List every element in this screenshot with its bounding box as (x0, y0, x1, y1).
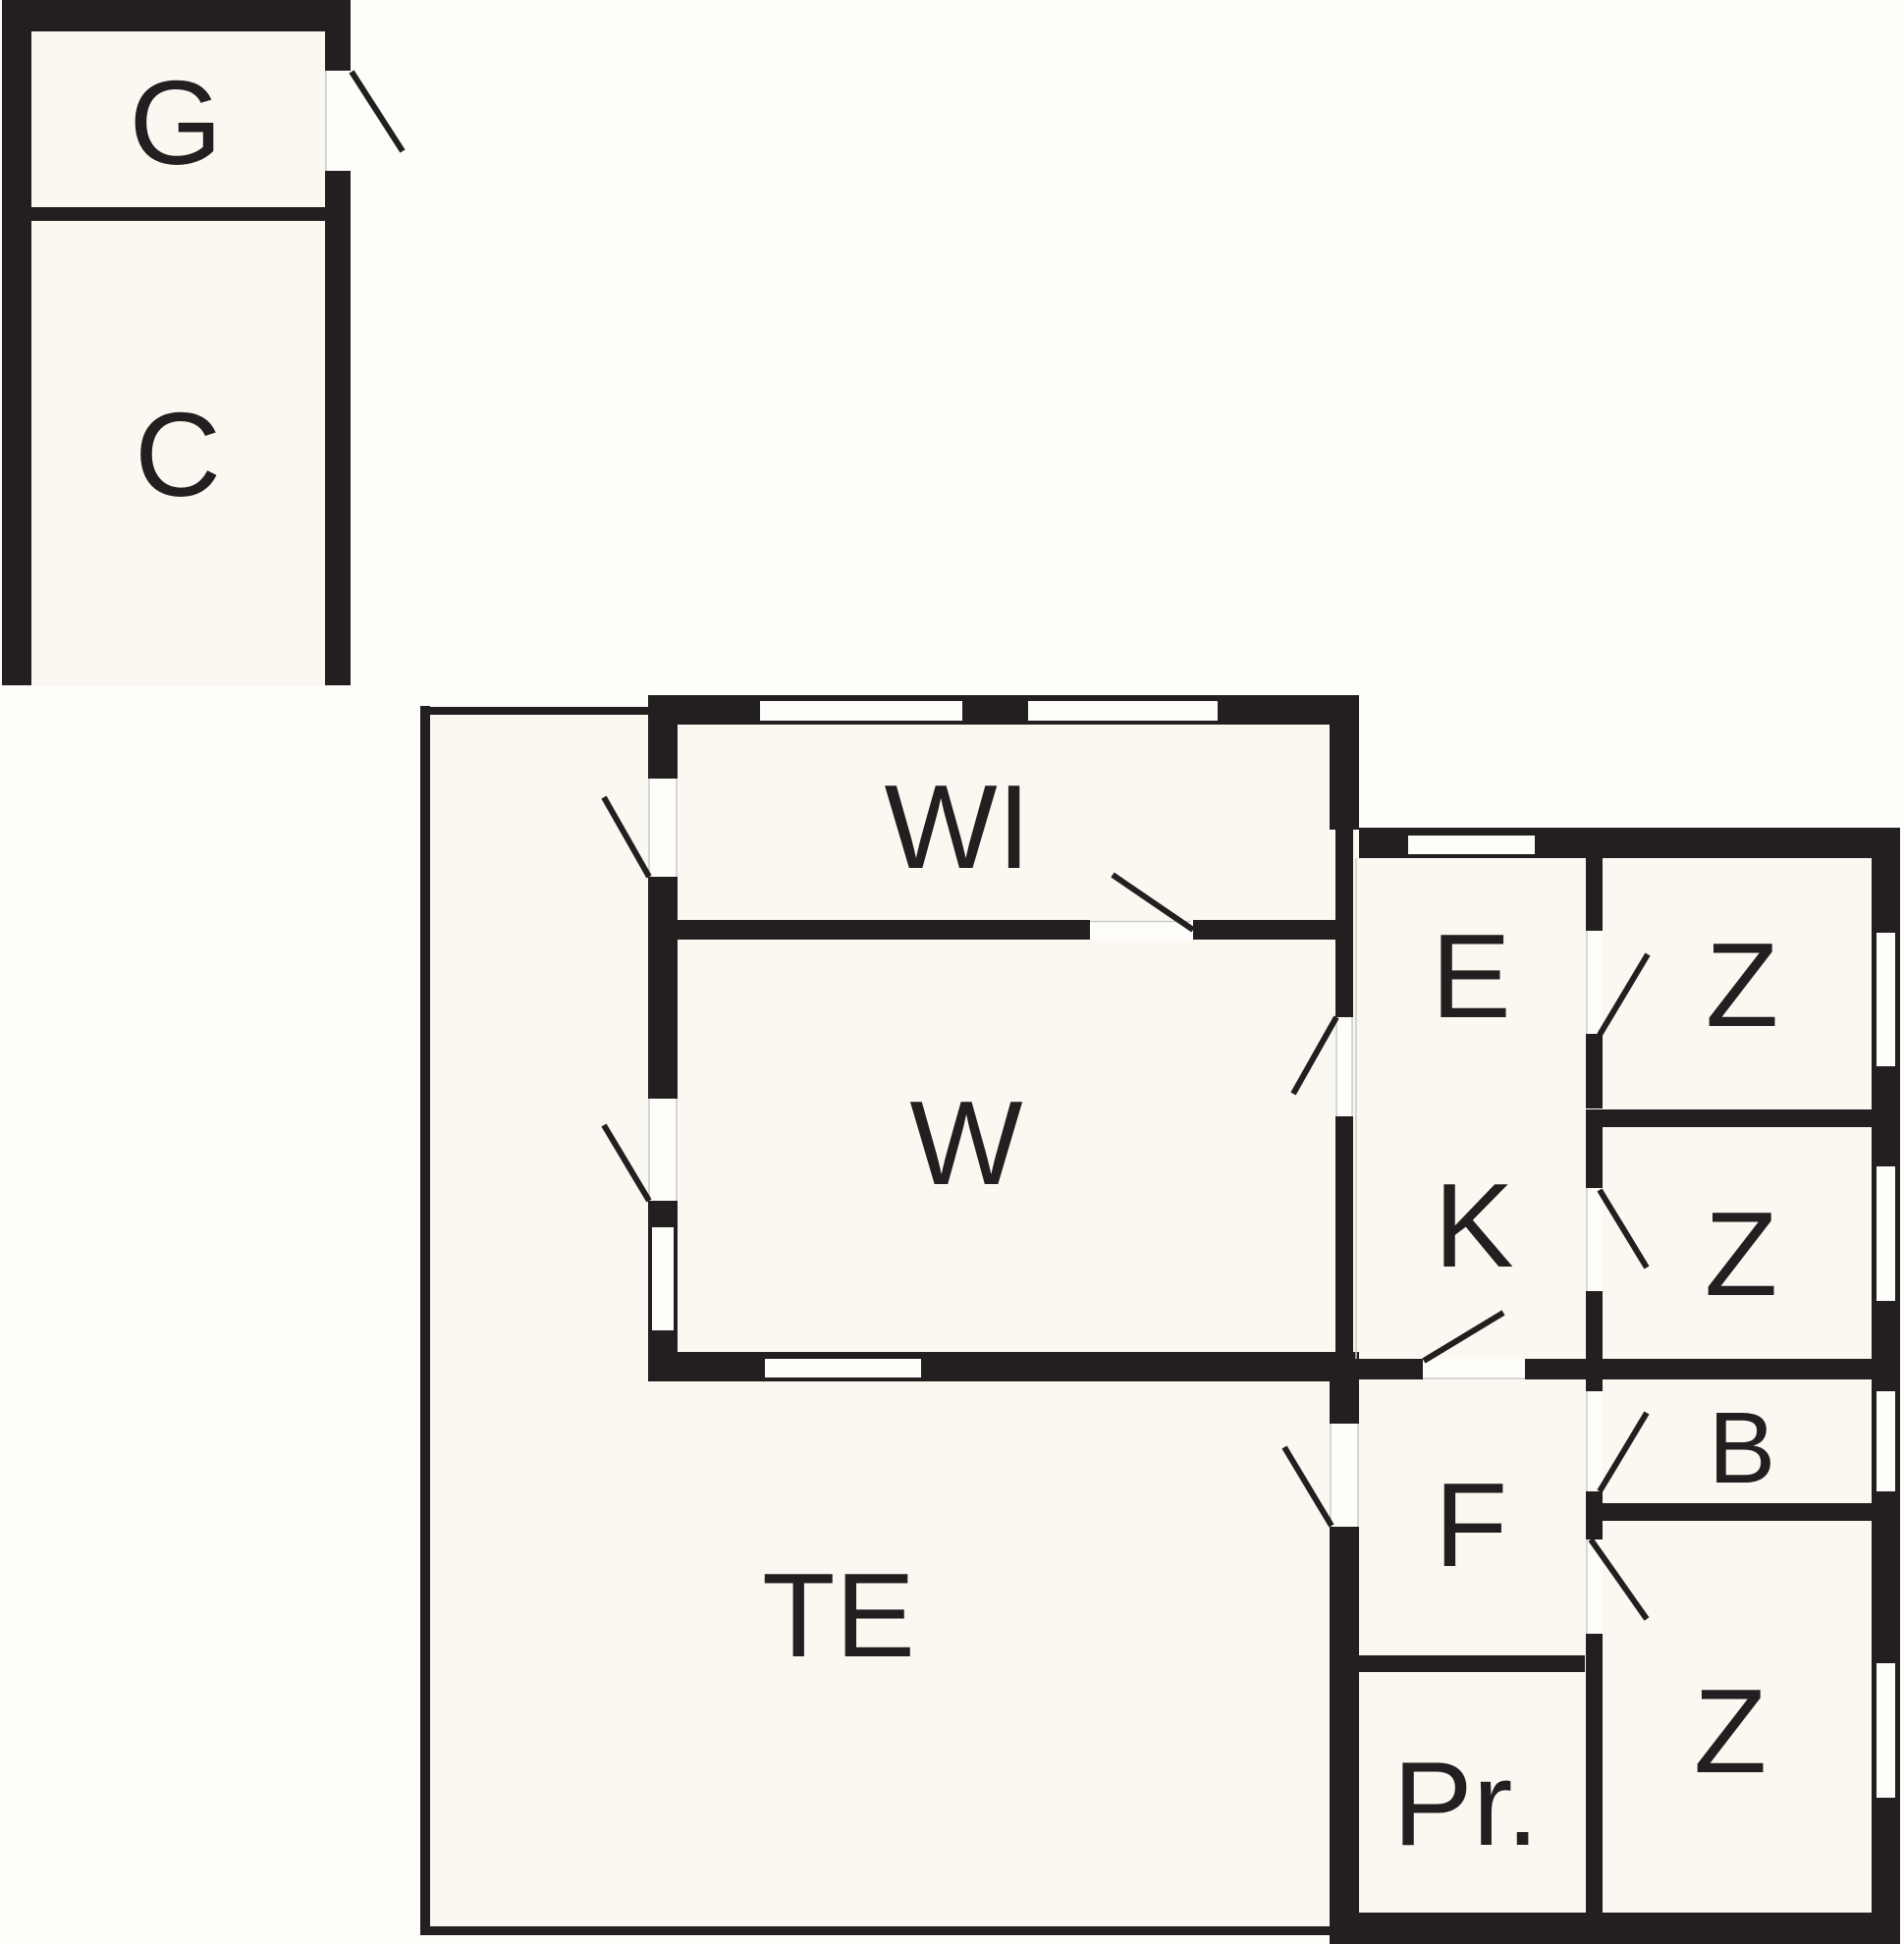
svg-text:C: C (135, 388, 221, 521)
svg-text:Z: Z (1694, 1664, 1768, 1798)
svg-text:Pr.: Pr. (1392, 1737, 1539, 1870)
svg-text:E: E (1431, 909, 1510, 1043)
svg-text:B: B (1709, 1391, 1776, 1504)
svg-text:Z: Z (1705, 1187, 1778, 1321)
svg-text:W: W (909, 1076, 1022, 1210)
svg-text:F: F (1435, 1458, 1508, 1592)
svg-text:G: G (130, 56, 223, 189)
svg-text:K: K (1434, 1159, 1513, 1292)
svg-text:Z: Z (1706, 918, 1779, 1052)
svg-text:WI: WI (884, 760, 1030, 893)
svg-text:TE: TE (762, 1548, 915, 1682)
